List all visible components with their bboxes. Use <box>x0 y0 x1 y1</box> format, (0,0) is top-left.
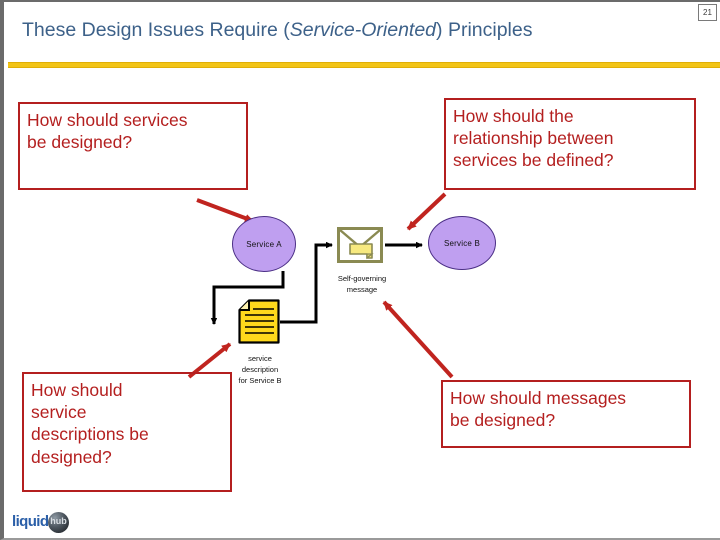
title-prefix: These Design Issues Require ( <box>22 19 290 41</box>
leader-messages-to-message <box>382 300 454 379</box>
globe-icon <box>48 512 69 533</box>
node-service-b[interactable]: Service B <box>428 216 496 270</box>
title-divider-rule <box>8 62 720 68</box>
callout-descriptions-text: How should service descriptions be desig… <box>31 380 149 467</box>
node-service-a-label: Service A <box>246 239 282 249</box>
logo-wordmark: liquid <box>12 513 49 530</box>
envelope-icon[interactable] <box>337 227 383 263</box>
node-service-a[interactable]: Service A <box>232 216 296 272</box>
page-title: These Design Issues Require (Service-Ori… <box>22 19 682 42</box>
node-service-b-label: Service B <box>443 238 481 248</box>
callout-relation-text: How should the relationship between serv… <box>453 106 614 171</box>
leader-services-to-service-a <box>196 198 254 223</box>
callout-messages-text: How should messages be designed? <box>450 388 627 431</box>
logo-orb-label: hub <box>50 516 67 526</box>
document-caption: service description for Service B <box>238 354 282 385</box>
callout-services-text: How should services be designed? <box>27 110 188 153</box>
document-icon[interactable] <box>238 299 280 344</box>
liquidhub-logo: liquid hub <box>12 510 74 534</box>
title-suffix: ) Principles <box>436 19 533 41</box>
callout-how-should-descriptions[interactable]: How should service descriptions be desig… <box>22 372 232 492</box>
page-number-badge: 21 <box>698 4 717 21</box>
callout-how-should-services[interactable]: How should services be designed? <box>18 102 248 190</box>
title-italic-term: Service-Oriented <box>289 19 437 41</box>
callout-how-should-messages[interactable]: How should messages be designed? <box>441 380 691 448</box>
callout-how-should-relationship[interactable]: How should the relationship between serv… <box>444 98 696 190</box>
message-caption: Self-governing message <box>337 274 387 294</box>
